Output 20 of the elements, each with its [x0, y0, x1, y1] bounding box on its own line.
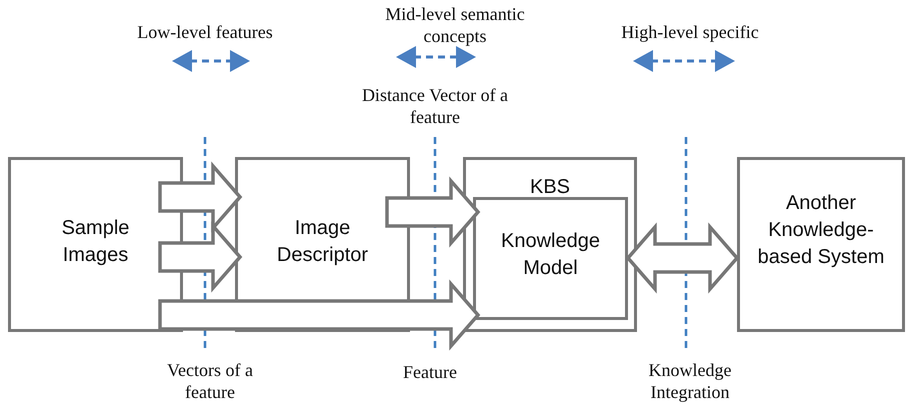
- process-box: [737, 157, 905, 332]
- box-label: Knowledge Model: [500, 229, 601, 281]
- box-label: Another Knowledge-based System: [756, 191, 886, 270]
- block-arrow: [158, 279, 480, 351]
- process-box: [8, 157, 183, 332]
- annotation-text: Low-level features: [136, 22, 274, 44]
- block-arrow: [626, 222, 740, 294]
- block-arrow: [385, 176, 480, 248]
- annotation-text: Distance Vector of a feature: [360, 85, 510, 128]
- box-label: Sample Images: [60, 216, 130, 268]
- box-label: KBS: [528, 175, 572, 200]
- process-box: [463, 157, 637, 332]
- annotation-text: Vectors of a feature: [166, 360, 254, 404]
- box-label: Image Descriptor: [276, 216, 370, 268]
- block-arrow: [158, 221, 242, 293]
- annotation-text: Knowledge Integration: [648, 360, 732, 404]
- annotation-text: Feature: [402, 362, 458, 384]
- annotation-text: Mid-level semantic concepts: [384, 4, 526, 48]
- process-box: [473, 197, 628, 320]
- annotation-text: High-level specific: [620, 22, 760, 44]
